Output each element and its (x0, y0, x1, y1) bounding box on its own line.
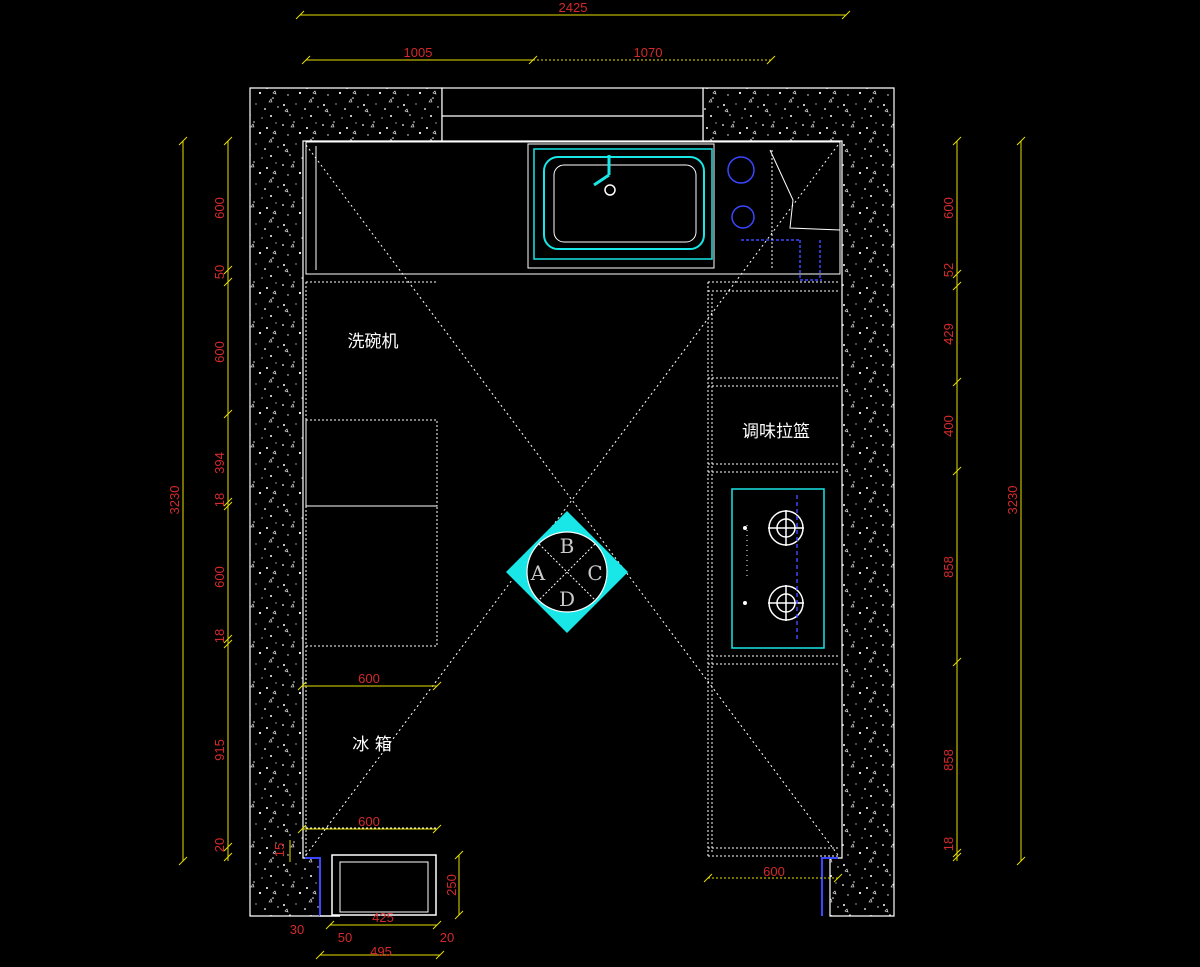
cabinets (305, 141, 841, 858)
stove-icon (731, 488, 825, 649)
dim-left-seg-7: 915 (212, 739, 227, 761)
left-wall (249, 87, 443, 917)
dim-left-seg-1: 50 (212, 265, 227, 279)
dim-right-seg-1: 52 (941, 263, 956, 277)
dim-overall-width: 2425 (559, 0, 588, 15)
dim-left-seg-8: 20 (212, 838, 227, 852)
drain-fixture-icon (727, 156, 822, 281)
marker-letter-c: C (587, 561, 602, 585)
dim-left-seg-5: 600 (212, 566, 227, 588)
door-frame (320, 854, 437, 917)
dim-left-seg-4: 18 (212, 493, 227, 507)
marker-letter-b: B (560, 534, 575, 558)
dim-right-seg-4: 858 (941, 556, 956, 578)
corner-detail (769, 149, 841, 270)
walls (249, 87, 895, 917)
dim-right-seg-2: 429 (941, 323, 956, 345)
dim-door-outer: 495 (370, 944, 392, 959)
dimension-lines (178, 10, 1026, 960)
dim-fridge-depth: 600 (358, 671, 380, 686)
marker-letter-d: D (559, 587, 575, 611)
dimension-labels: 2425 1005 1070 3230 600 50 600 394 18 60… (167, 0, 1020, 959)
dim-jamb-small: 15 (272, 843, 287, 857)
dim-right-seg-6: 18 (941, 837, 956, 851)
dim-left-seg-3: 394 (212, 452, 227, 474)
door-jambs (305, 857, 838, 916)
label-dishwasher: 洗碗机 (348, 332, 399, 352)
dim-top-left: 1005 (404, 45, 433, 60)
window (441, 87, 704, 142)
label-seasoning-basket: 调味拉篮 (742, 422, 810, 442)
dim-right-seg-5: 858 (941, 749, 956, 771)
dim-right-seg-0: 600 (941, 197, 956, 219)
dim-door-inner: 425 (372, 910, 394, 925)
dim-door-depth: 250 (444, 874, 459, 896)
label-fridge: 冰 箱 (352, 735, 391, 755)
dim-bottom-right-width: 600 (763, 864, 785, 879)
sink-icon (527, 143, 715, 269)
dishwasher-cabinet (305, 419, 438, 507)
lower-left-cabinet (305, 505, 438, 647)
dim-top-right: 1070 (634, 45, 663, 60)
elevation-index-marker-icon: A B C D (506, 511, 628, 633)
dim-jamb-left: 30 (290, 922, 304, 937)
dim-right-seg-3: 400 (941, 415, 956, 437)
dim-right-overall: 3230 (1005, 486, 1020, 515)
dim-jamb-right: 20 (440, 930, 454, 945)
dim-left-overall: 3230 (167, 486, 182, 515)
room-labels: 洗碗机 冰 箱 调味拉篮 (348, 332, 811, 755)
dim-jamb-offset: 50 (338, 930, 352, 945)
dim-bottom-left-width: 600 (358, 814, 380, 829)
dim-left-seg-2: 600 (212, 341, 227, 363)
marker-letter-a: A (530, 561, 546, 585)
dim-left-seg-6: 18 (212, 629, 227, 643)
dim-left-seg-0: 600 (212, 197, 227, 219)
top-counter (305, 141, 841, 275)
